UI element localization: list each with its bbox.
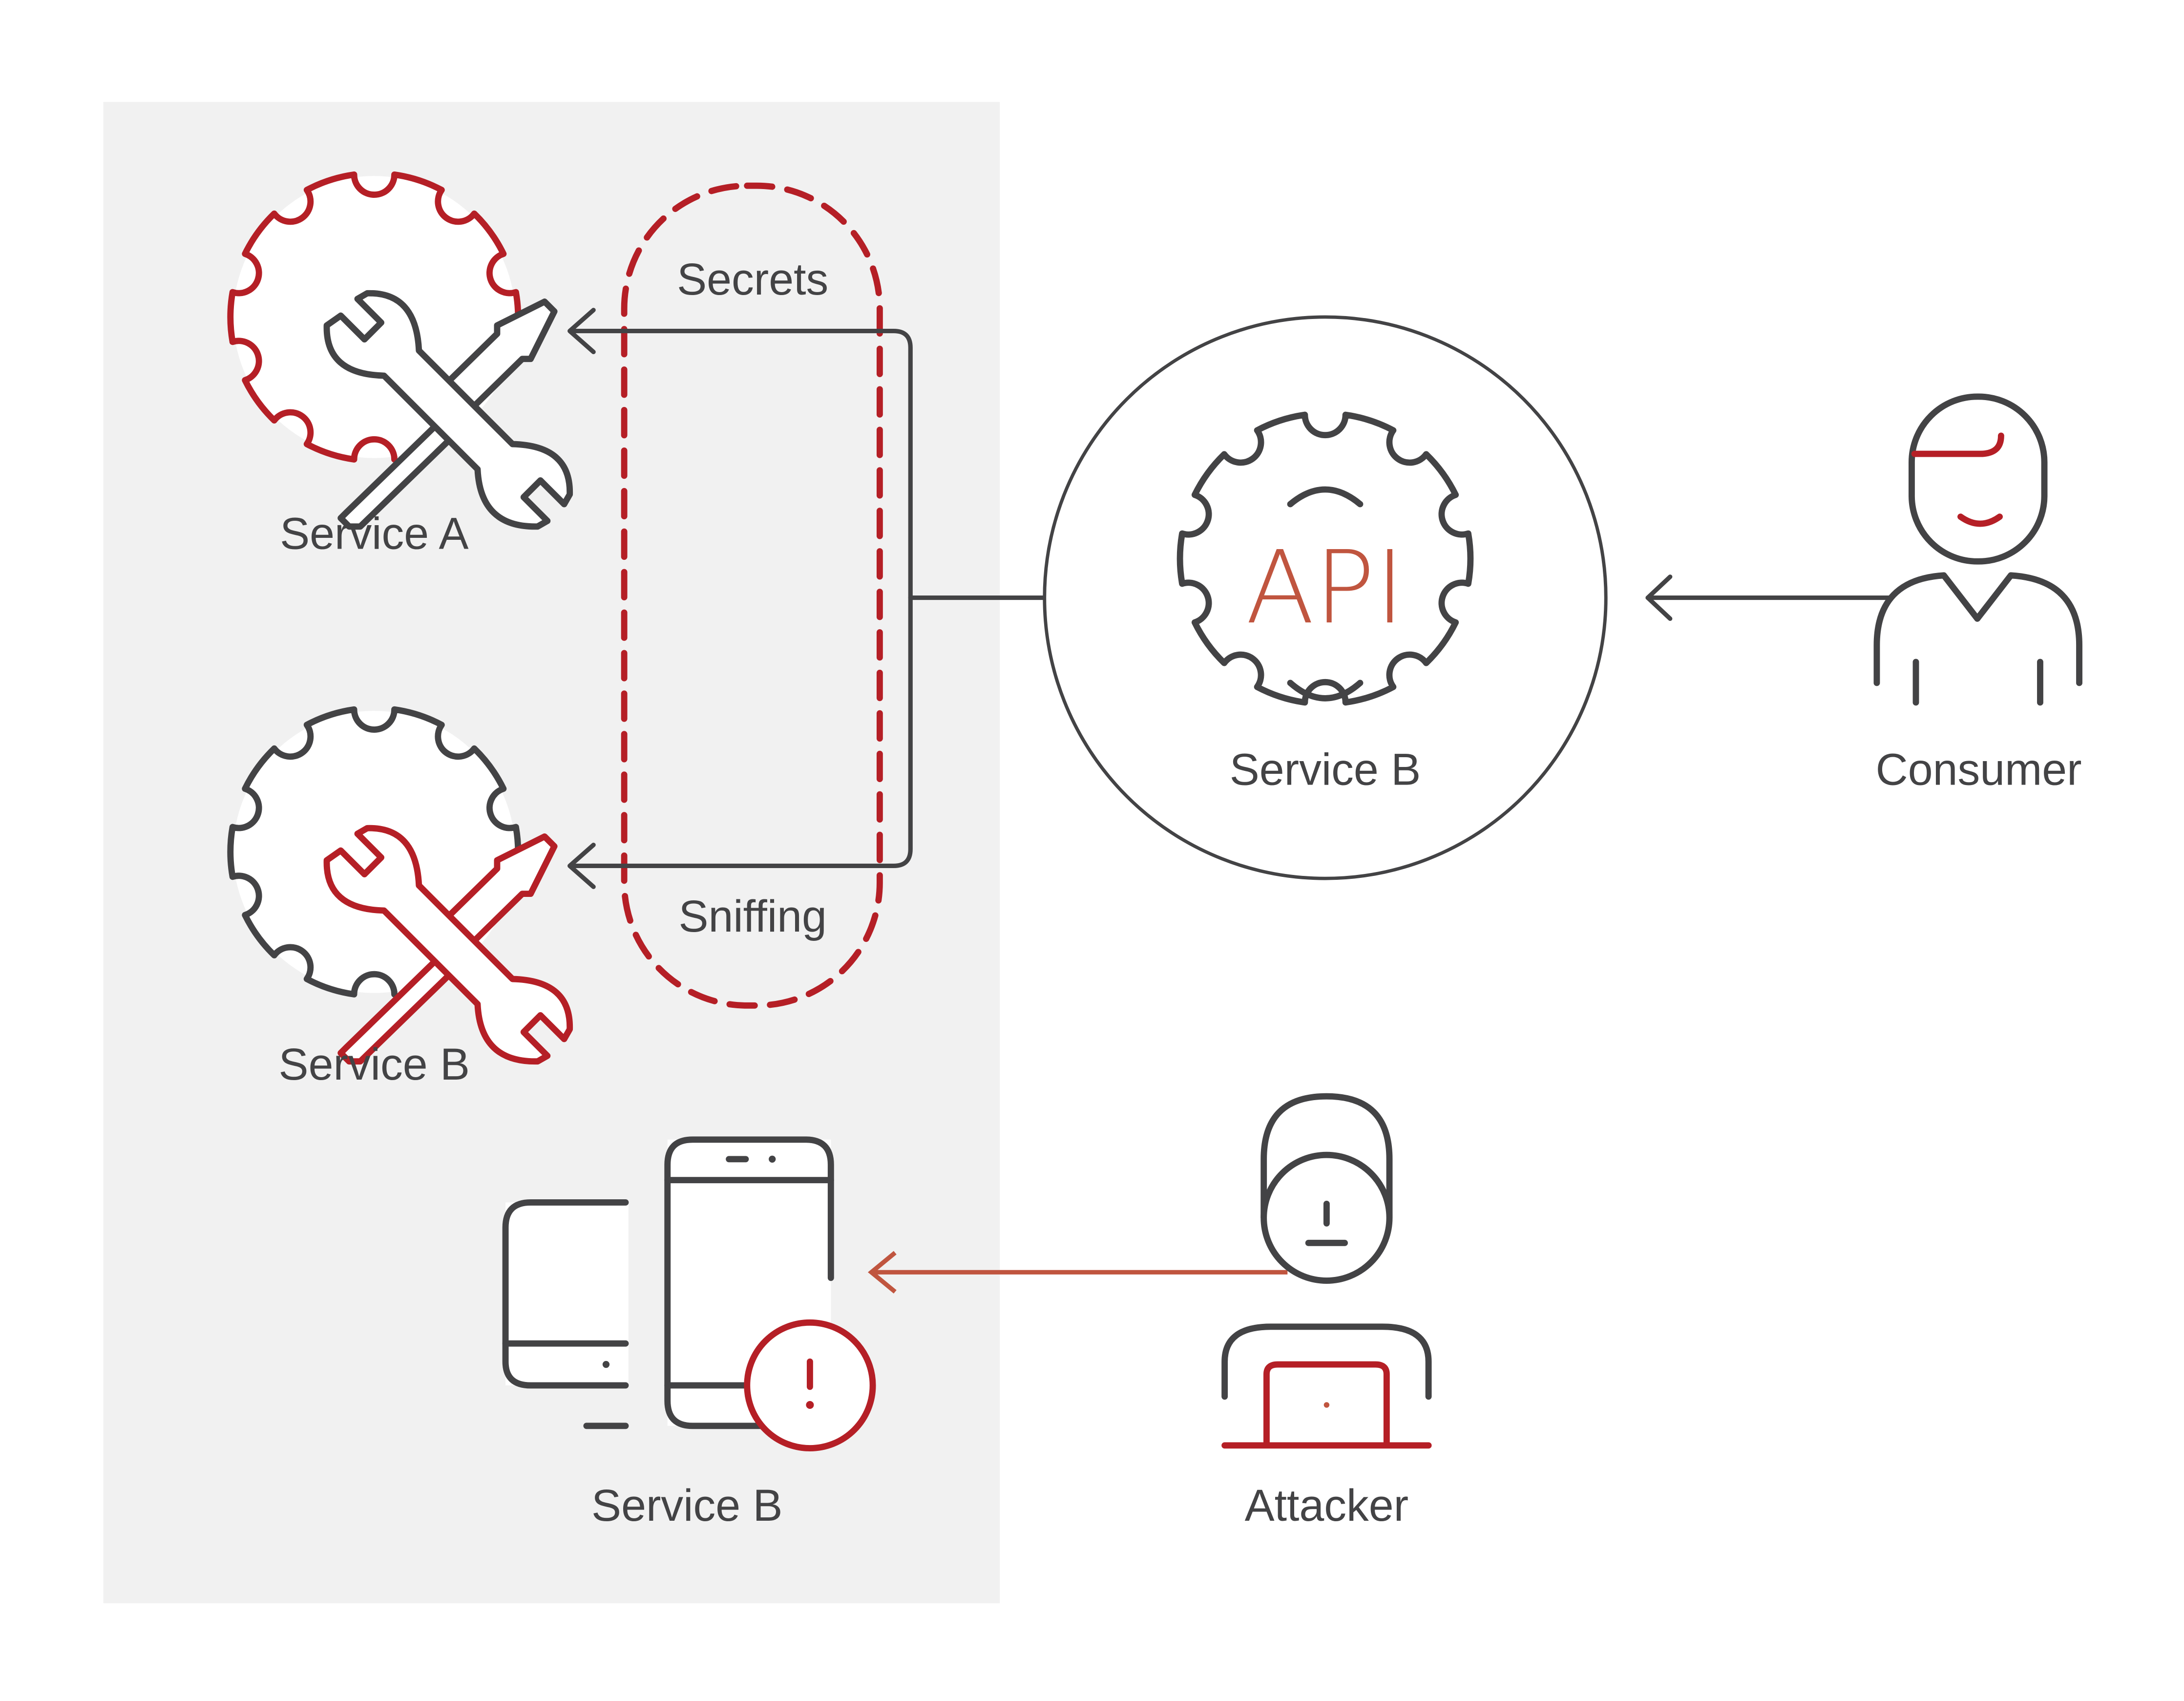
alert-icon [744,1319,876,1451]
api-service-label: Service B [1230,745,1421,795]
person-icon [1873,393,2082,706]
api-to-services-connector [567,308,1047,889]
attacker-to-devices-arrow [868,1251,1288,1294]
threat-zone-dashed-border [621,182,883,1009]
laptop-icon [1221,1361,1432,1449]
wrench-icon [323,825,573,1065]
hooded-attacker-icon [1221,1093,1432,1400]
api-gear-icon [1176,411,1474,706]
gear-outline [1176,411,1474,706]
api-service-node[interactable]: API Service B [1043,315,1608,880]
gear-outline [227,171,522,463]
consumer-to-api-arrow [1645,574,1894,621]
gear-outline [227,706,522,998]
api-service-boundary [1043,315,1608,880]
tools-icon [323,825,573,1065]
api-arc-bottom [1287,680,1364,702]
service-b-tools-node[interactable]: Service B [227,706,573,1089]
service-a-node[interactable]: Service A [227,171,573,559]
arrowhead-service-b [567,842,596,889]
arrowhead-service-a [567,308,596,354]
attacker-label: Attacker [1245,1481,1409,1531]
api-arc-top [1287,486,1364,508]
service-a-label: Service A [280,509,468,559]
api-icon-text: API [1246,529,1405,646]
service-b-devices-label: Service B [591,1481,782,1531]
consumer-label: Consumer [1876,745,2082,795]
secrets-label: Secrets [677,255,828,304]
consumer-node[interactable]: Consumer [1873,393,2082,795]
tools-icon [323,290,573,530]
sniffing-label: Sniffing [678,892,826,941]
service-b-devices-node[interactable]: Service B [502,1136,876,1531]
attacker-node[interactable]: Attacker [1221,1093,1432,1531]
service-b-tools-label: Service B [279,1040,470,1089]
wrench-icon [323,290,573,530]
